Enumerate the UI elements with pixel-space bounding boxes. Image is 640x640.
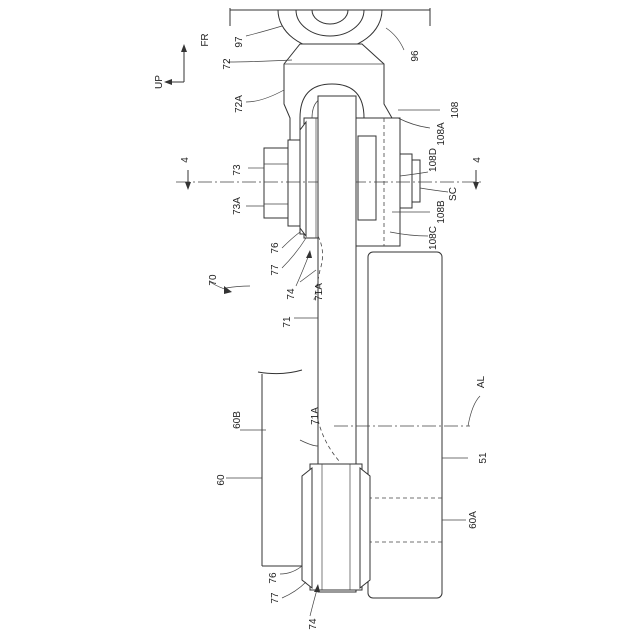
label-fr: FR [200,33,211,46]
label-77-top: 77 [270,264,281,276]
orientation-arrows [164,44,187,85]
label-60b: 60B [232,411,243,429]
fr-arrowhead [181,44,187,52]
label-77-bottom: 77 [270,592,281,604]
label-60: 60 [216,474,227,486]
label-71a-bottom: 71A [310,407,321,425]
label-71a-top: 71A [314,283,325,301]
up-arrowhead [164,79,172,85]
label-4-left: 4 [180,157,191,163]
label-72a: 72A [234,95,245,113]
label-74-top: 74 [286,288,297,300]
label-108a: 108A [436,122,447,146]
label-70: 70 [208,274,219,286]
label-al: AL [476,375,487,388]
label-108: 108 [450,101,461,118]
label-72: 72 [222,58,233,70]
label-sc: SC [448,187,459,201]
label-73: 73 [232,164,243,176]
label-76-bottom: 76 [268,572,279,584]
lower-sprocket-74 [302,464,370,590]
label-4-right: 4 [472,157,483,163]
label-76-top: 76 [270,242,281,254]
frame-member-96 [230,8,430,26]
shaft-73 [264,140,302,226]
label-51: 51 [478,452,489,464]
label-97: 97 [234,36,245,48]
label-60a: 60A [468,511,479,529]
motor-body-60 [258,370,302,566]
label-74-bottom: 74 [308,618,319,630]
label-96: 96 [410,50,421,62]
label-up: UP [154,75,165,89]
label-108d: 108D [428,148,439,172]
label-108c: 108C [428,226,439,250]
label-71: 71 [282,316,293,328]
label-108b: 108B [436,200,447,224]
label-73a: 73A [232,197,243,215]
